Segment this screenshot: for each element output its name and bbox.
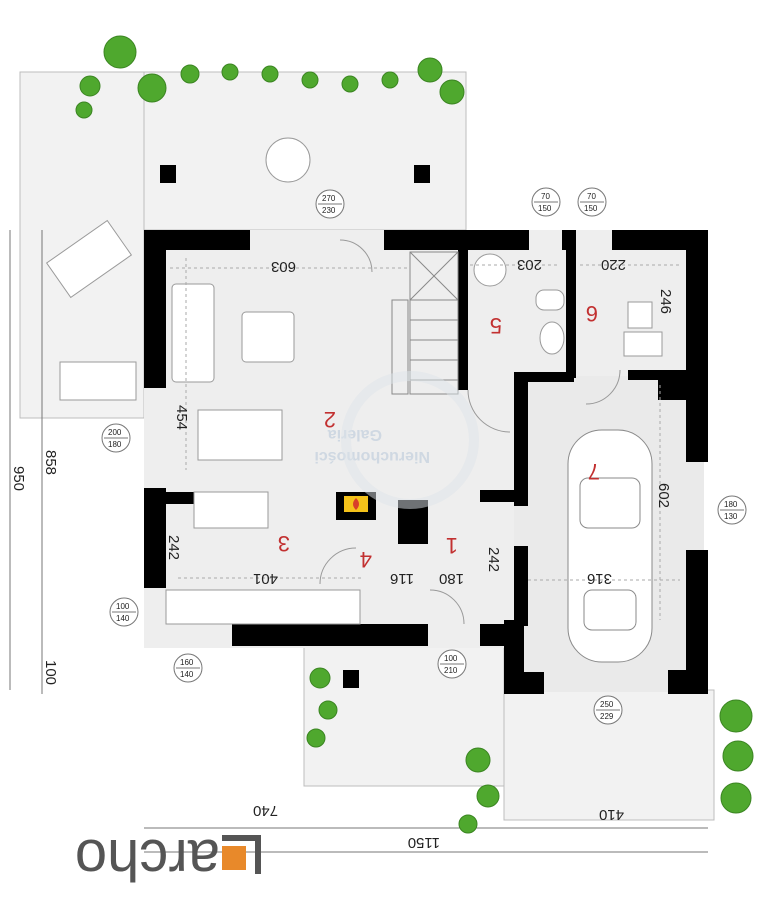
plants (75, 35, 754, 834)
sofa (171, 283, 215, 383)
logo-frame (222, 835, 261, 874)
room-dimension: 401 (253, 570, 278, 587)
bathroom-fixture (535, 289, 565, 311)
logo-text: archo (75, 827, 220, 892)
room-dimension: 603 (271, 258, 296, 275)
svg-text:180: 180 (108, 440, 122, 449)
pillar (343, 670, 359, 688)
dimension-lines (170, 258, 680, 620)
room-number: 2 (324, 407, 336, 432)
overall-dimension: 950 (10, 466, 27, 491)
svg-text:210: 210 (444, 666, 458, 675)
watermark-ring (341, 371, 479, 509)
svg-text:230: 230 (322, 206, 336, 215)
toilet (539, 321, 565, 355)
room-dimension: 242 (485, 547, 502, 572)
svg-text:150: 150 (584, 204, 598, 213)
armchair (241, 311, 295, 363)
patio-table (265, 137, 311, 183)
walls (144, 230, 708, 694)
room-dimension: 180 (439, 570, 464, 587)
room-dimension: 316 (587, 570, 612, 587)
svg-text:160: 160 (180, 658, 194, 667)
overall-dimension-lines (9, 230, 708, 853)
room-dimension: 116 (390, 570, 414, 587)
room-number: 6 (586, 301, 598, 326)
water-heater (623, 331, 663, 357)
dining-table (197, 409, 283, 461)
room-number: 7 (588, 459, 600, 484)
svg-text:180: 180 (724, 500, 738, 509)
room-number: 4 (360, 547, 372, 572)
svg-text:270: 270 (322, 194, 336, 203)
room-dimension: 203 (517, 256, 542, 273)
room-dimension: 246 (657, 289, 674, 314)
svg-text:150: 150 (538, 204, 552, 213)
watermark-text: Galeria (328, 426, 382, 443)
watermark-text: Nieruchomości (314, 448, 430, 465)
svg-text:100: 100 (444, 654, 458, 663)
svg-text:100: 100 (116, 602, 130, 611)
svg-text:140: 140 (116, 614, 130, 623)
pillar (160, 165, 176, 183)
deck-chair (45, 219, 133, 299)
sink (473, 253, 507, 287)
overall-dimension: 740 (253, 802, 278, 819)
kitchen-counter (165, 589, 361, 625)
kitchen-island (193, 491, 269, 529)
overall-dimension: 858 (42, 450, 59, 475)
room-number: 3 (278, 531, 290, 556)
furniture (45, 137, 663, 625)
overall-dimension: 410 (599, 806, 624, 823)
overall-dimension: 100 (42, 660, 59, 685)
door-swings (319, 239, 621, 625)
car (567, 429, 653, 663)
logo-square (222, 846, 246, 870)
svg-text:70: 70 (541, 192, 550, 201)
svg-text:229: 229 (600, 712, 614, 721)
fire-icon (353, 498, 359, 510)
room-dimension: 242 (165, 535, 182, 560)
svg-text:200: 200 (108, 428, 122, 437)
room-number: 5 (490, 313, 502, 338)
overall-dimension: 1150 (408, 834, 440, 851)
svg-text:140: 140 (180, 670, 194, 679)
svg-text:70: 70 (587, 192, 596, 201)
washing-machine (627, 301, 653, 329)
room-dimension: 454 (173, 405, 190, 430)
archo-logo: archo (75, 827, 261, 892)
svg-text:130: 130 (724, 512, 738, 521)
room-dimension: 602 (655, 483, 672, 508)
deck-chair (59, 361, 137, 401)
room-number: 1 (446, 533, 458, 558)
room-dimension: 220 (601, 256, 626, 273)
pillar (414, 165, 430, 183)
staircase (391, 251, 459, 395)
svg-text:250: 250 (600, 700, 614, 709)
